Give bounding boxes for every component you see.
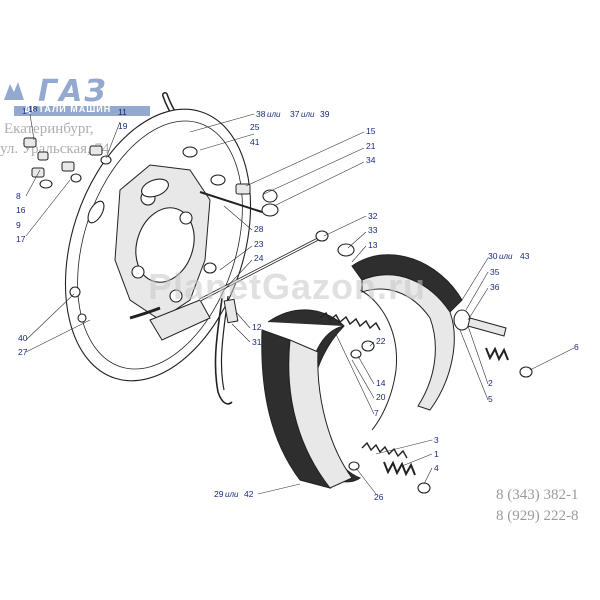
callout-23: 23 [254, 239, 264, 249]
callout-or-4: или [225, 490, 239, 499]
callout-2: 2 [488, 378, 493, 388]
brake-shoe-front [261, 309, 362, 489]
callout-7: 7 [374, 408, 379, 418]
callout-17: 17 [16, 234, 26, 244]
callout-42: 42 [244, 489, 254, 499]
callout-28: 28 [254, 224, 264, 234]
return-spring-upper [319, 311, 381, 331]
callout-15: 15 [366, 126, 376, 136]
cap-nut [337, 243, 355, 257]
callout-or-3: или [499, 252, 513, 261]
callout-12: 12 [252, 322, 262, 332]
bolt-set-right [199, 183, 279, 217]
callout-4: 4 [434, 463, 439, 473]
hold-down-spring [383, 346, 509, 477]
callout-41: 41 [250, 137, 260, 147]
callout-11: 11 [118, 107, 127, 117]
callout-30: 30 [488, 251, 498, 261]
logo-tagline: ДЕТАЛИ МАШИН [24, 104, 112, 114]
nut [361, 340, 375, 352]
callout-20: 20 [376, 392, 386, 402]
logo-city: Екатеринбург, [4, 121, 94, 137]
callout-29: 29 [214, 489, 224, 499]
return-spring-lower [361, 441, 408, 459]
gaz-deer-icon [4, 82, 24, 100]
adjuster-rod [199, 230, 329, 302]
callout-37: 37 [290, 109, 300, 119]
callout-19: 19 [118, 121, 128, 131]
callout-9: 9 [16, 220, 21, 230]
logo-bar [14, 106, 150, 116]
callout-26: 26 [374, 492, 384, 502]
callout-1: 1 [22, 106, 27, 116]
callout-16: 16 [16, 205, 26, 215]
callout-38: 38 [256, 109, 266, 119]
brake-shoe-rear [351, 254, 463, 431]
callout-18: 18 [28, 104, 38, 114]
callout-21: 21 [366, 141, 376, 151]
washer [350, 349, 362, 359]
callout-1b: 1 [434, 449, 439, 459]
backing-plate [64, 108, 252, 382]
washer-6 [519, 366, 533, 378]
callout-31: 31 [252, 337, 262, 347]
washer-4 [417, 482, 431, 494]
phone-1: 8 (343) 382-1 [496, 487, 579, 503]
callout-33: 33 [368, 225, 378, 235]
site-watermark: PlanetGazon.ru [148, 266, 427, 307]
pin-26 [348, 461, 360, 471]
callout-32: 32 [368, 211, 378, 221]
callout-6: 6 [574, 342, 579, 352]
callout-35: 35 [490, 267, 500, 277]
callout-27: 27 [18, 347, 28, 357]
callouts: 1 18 11 19 8 16 9 17 38 или 37 или 39 25… [16, 104, 579, 502]
parking-lever [214, 297, 233, 405]
callout-22: 22 [376, 336, 386, 346]
callout-39: 39 [320, 109, 330, 119]
phone-2: 8 (929) 222-8 [496, 508, 579, 524]
leader-lines [25, 113, 575, 495]
callout-or-1: или [267, 110, 281, 119]
bolt-set-left [23, 137, 112, 189]
gaz-logo: ГАЗ [0, 74, 150, 109]
callout-14: 14 [376, 378, 386, 388]
callout-36: 36 [490, 282, 500, 292]
callout-34: 34 [366, 155, 376, 165]
callout-43: 43 [520, 251, 530, 261]
callout-40: 40 [18, 333, 28, 343]
callout-13: 13 [368, 240, 378, 250]
logo-brand: ГАЗ [38, 74, 108, 109]
anchor-pin [453, 309, 507, 337]
callout-25: 25 [250, 122, 260, 132]
callout-3: 3 [434, 435, 439, 445]
callout-5: 5 [488, 394, 493, 404]
callout-24: 24 [254, 253, 264, 263]
callout-8: 8 [16, 191, 21, 201]
callout-or-2: или [301, 110, 315, 119]
